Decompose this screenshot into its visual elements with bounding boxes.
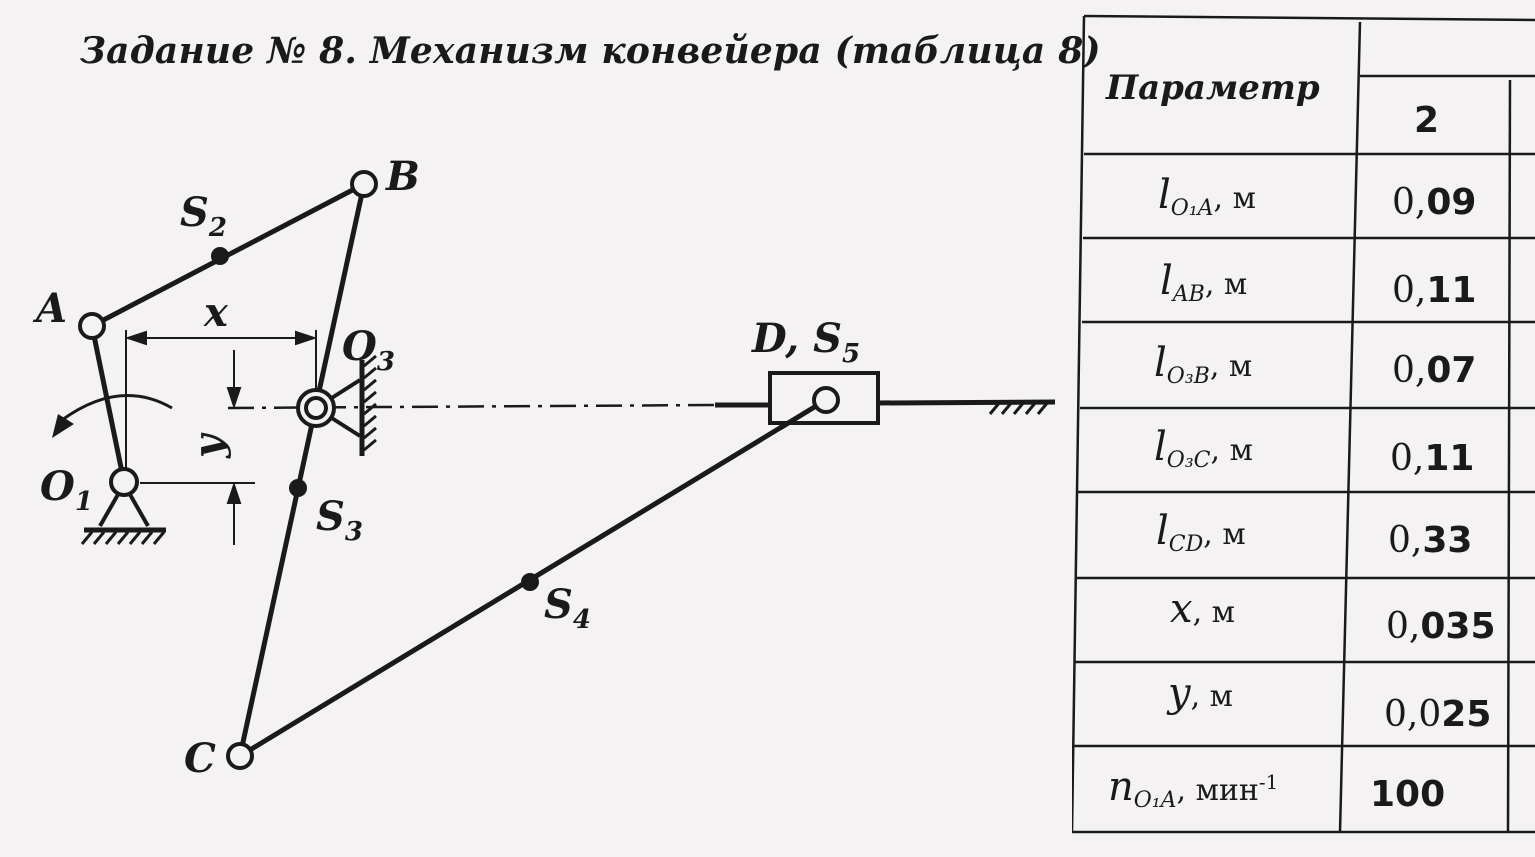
param-name: x, м [1170,586,1235,632]
param-name: lAB, м [1160,258,1248,307]
param-value: 0,11 [1390,438,1475,479]
joint-a [78,312,106,340]
joint-c [226,742,254,770]
joint-b [350,170,378,198]
point-s2 [211,247,229,265]
dimension-x [124,330,318,480]
param-value: 100 [1370,774,1446,815]
mechanism-diagram: A B C S2 S3 S4 O1 O3 D, S5 x y [32,153,1056,782]
param-name: lCD, м [1156,508,1246,557]
joint-o1 [109,467,139,497]
parameter-table-grid [1072,14,1535,834]
table-header-variant: 2 [1414,100,1440,141]
param-value: 0,11 [1392,270,1477,311]
param-name: lO₃B, м [1154,340,1253,389]
dimension-y [140,350,255,545]
slider-guide-right [877,399,1056,406]
joint-o3 [304,396,328,420]
param-name: nO₁A, мин-1 [1108,764,1279,813]
point-s3 [289,479,307,497]
label-a: A [32,285,67,332]
param-name: lO₃C, м [1154,424,1253,473]
param-value: 0,07 [1392,350,1477,391]
point-s4 [521,573,539,591]
rotation-arrow [61,394,173,422]
param-value: 0,09 [1392,182,1477,223]
joint-d [812,386,840,414]
label-y: y [185,432,232,459]
link-bc [237,183,367,757]
label-s4: S4 [544,581,591,635]
param-value: 0,33 [1388,520,1473,561]
param-value: 0,025 [1384,694,1492,735]
page-title: Задание № 8. Механизм конвейера (таблица… [80,30,1101,72]
label-c: C [184,735,216,782]
label-d-s5: D, S5 [751,315,860,369]
table-header-param: Параметр [1106,68,1320,108]
label-o1: O1 [40,463,93,517]
guide-hatch [988,401,1050,415]
support-o3 [314,354,377,456]
param-value: 0,035 [1386,606,1496,647]
label-s3: S3 [316,493,363,547]
label-s2: S2 [180,189,227,243]
label-b: B [385,153,420,200]
link-o1a [89,325,127,483]
rotation-arrow-head [52,414,74,438]
label-o3: O3 [342,323,395,377]
label-x: x [203,289,229,336]
param-name: lO₁A, м [1158,172,1256,221]
param-name: y, м [1168,670,1234,716]
